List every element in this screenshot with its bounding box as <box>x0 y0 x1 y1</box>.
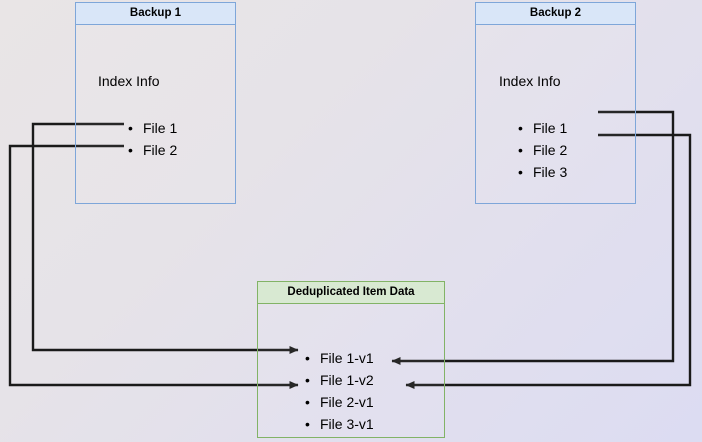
list-item: File 2-v1 <box>305 391 374 413</box>
list-item: File 1-v2 <box>305 369 374 391</box>
list-item: File 2 <box>518 139 567 161</box>
backup-1-index-info-label: Index Info <box>98 73 160 89</box>
list-item: File 2 <box>128 139 177 161</box>
list-item: File 3-v1 <box>305 413 374 435</box>
backup-2-body: Index Info File 1 File 2 File 3 <box>476 25 635 203</box>
backup-1-body: Index Info File 1 File 2 <box>76 25 235 203</box>
list-item: File 3 <box>518 161 567 183</box>
backup-2-box[interactable]: Backup 2 Index Info File 1 File 2 File 3 <box>475 2 636 204</box>
deduplicated-item-data-header: Deduplicated Item Data <box>258 282 444 304</box>
backup-1-file-list: File 1 File 2 <box>128 117 177 161</box>
list-item: File 1-v1 <box>305 347 374 369</box>
deduplicated-file-list: File 1-v1 File 1-v2 File 2-v1 File 3-v1 <box>305 347 374 435</box>
list-item: File 1 <box>128 117 177 139</box>
backup-2-file-list: File 1 File 2 File 3 <box>518 117 567 183</box>
backup-2-index-info-label: Index Info <box>499 73 561 89</box>
deduplicated-item-data-box[interactable]: Deduplicated Item Data File 1-v1 File 1-… <box>257 281 445 438</box>
list-item: File 1 <box>518 117 567 139</box>
backup-2-header: Backup 2 <box>476 3 635 25</box>
backup-1-header: Backup 1 <box>76 3 235 25</box>
deduplicated-item-data-body: File 1-v1 File 1-v2 File 2-v1 File 3-v1 <box>258 304 444 437</box>
backup-1-box[interactable]: Backup 1 Index Info File 1 File 2 <box>75 2 236 204</box>
